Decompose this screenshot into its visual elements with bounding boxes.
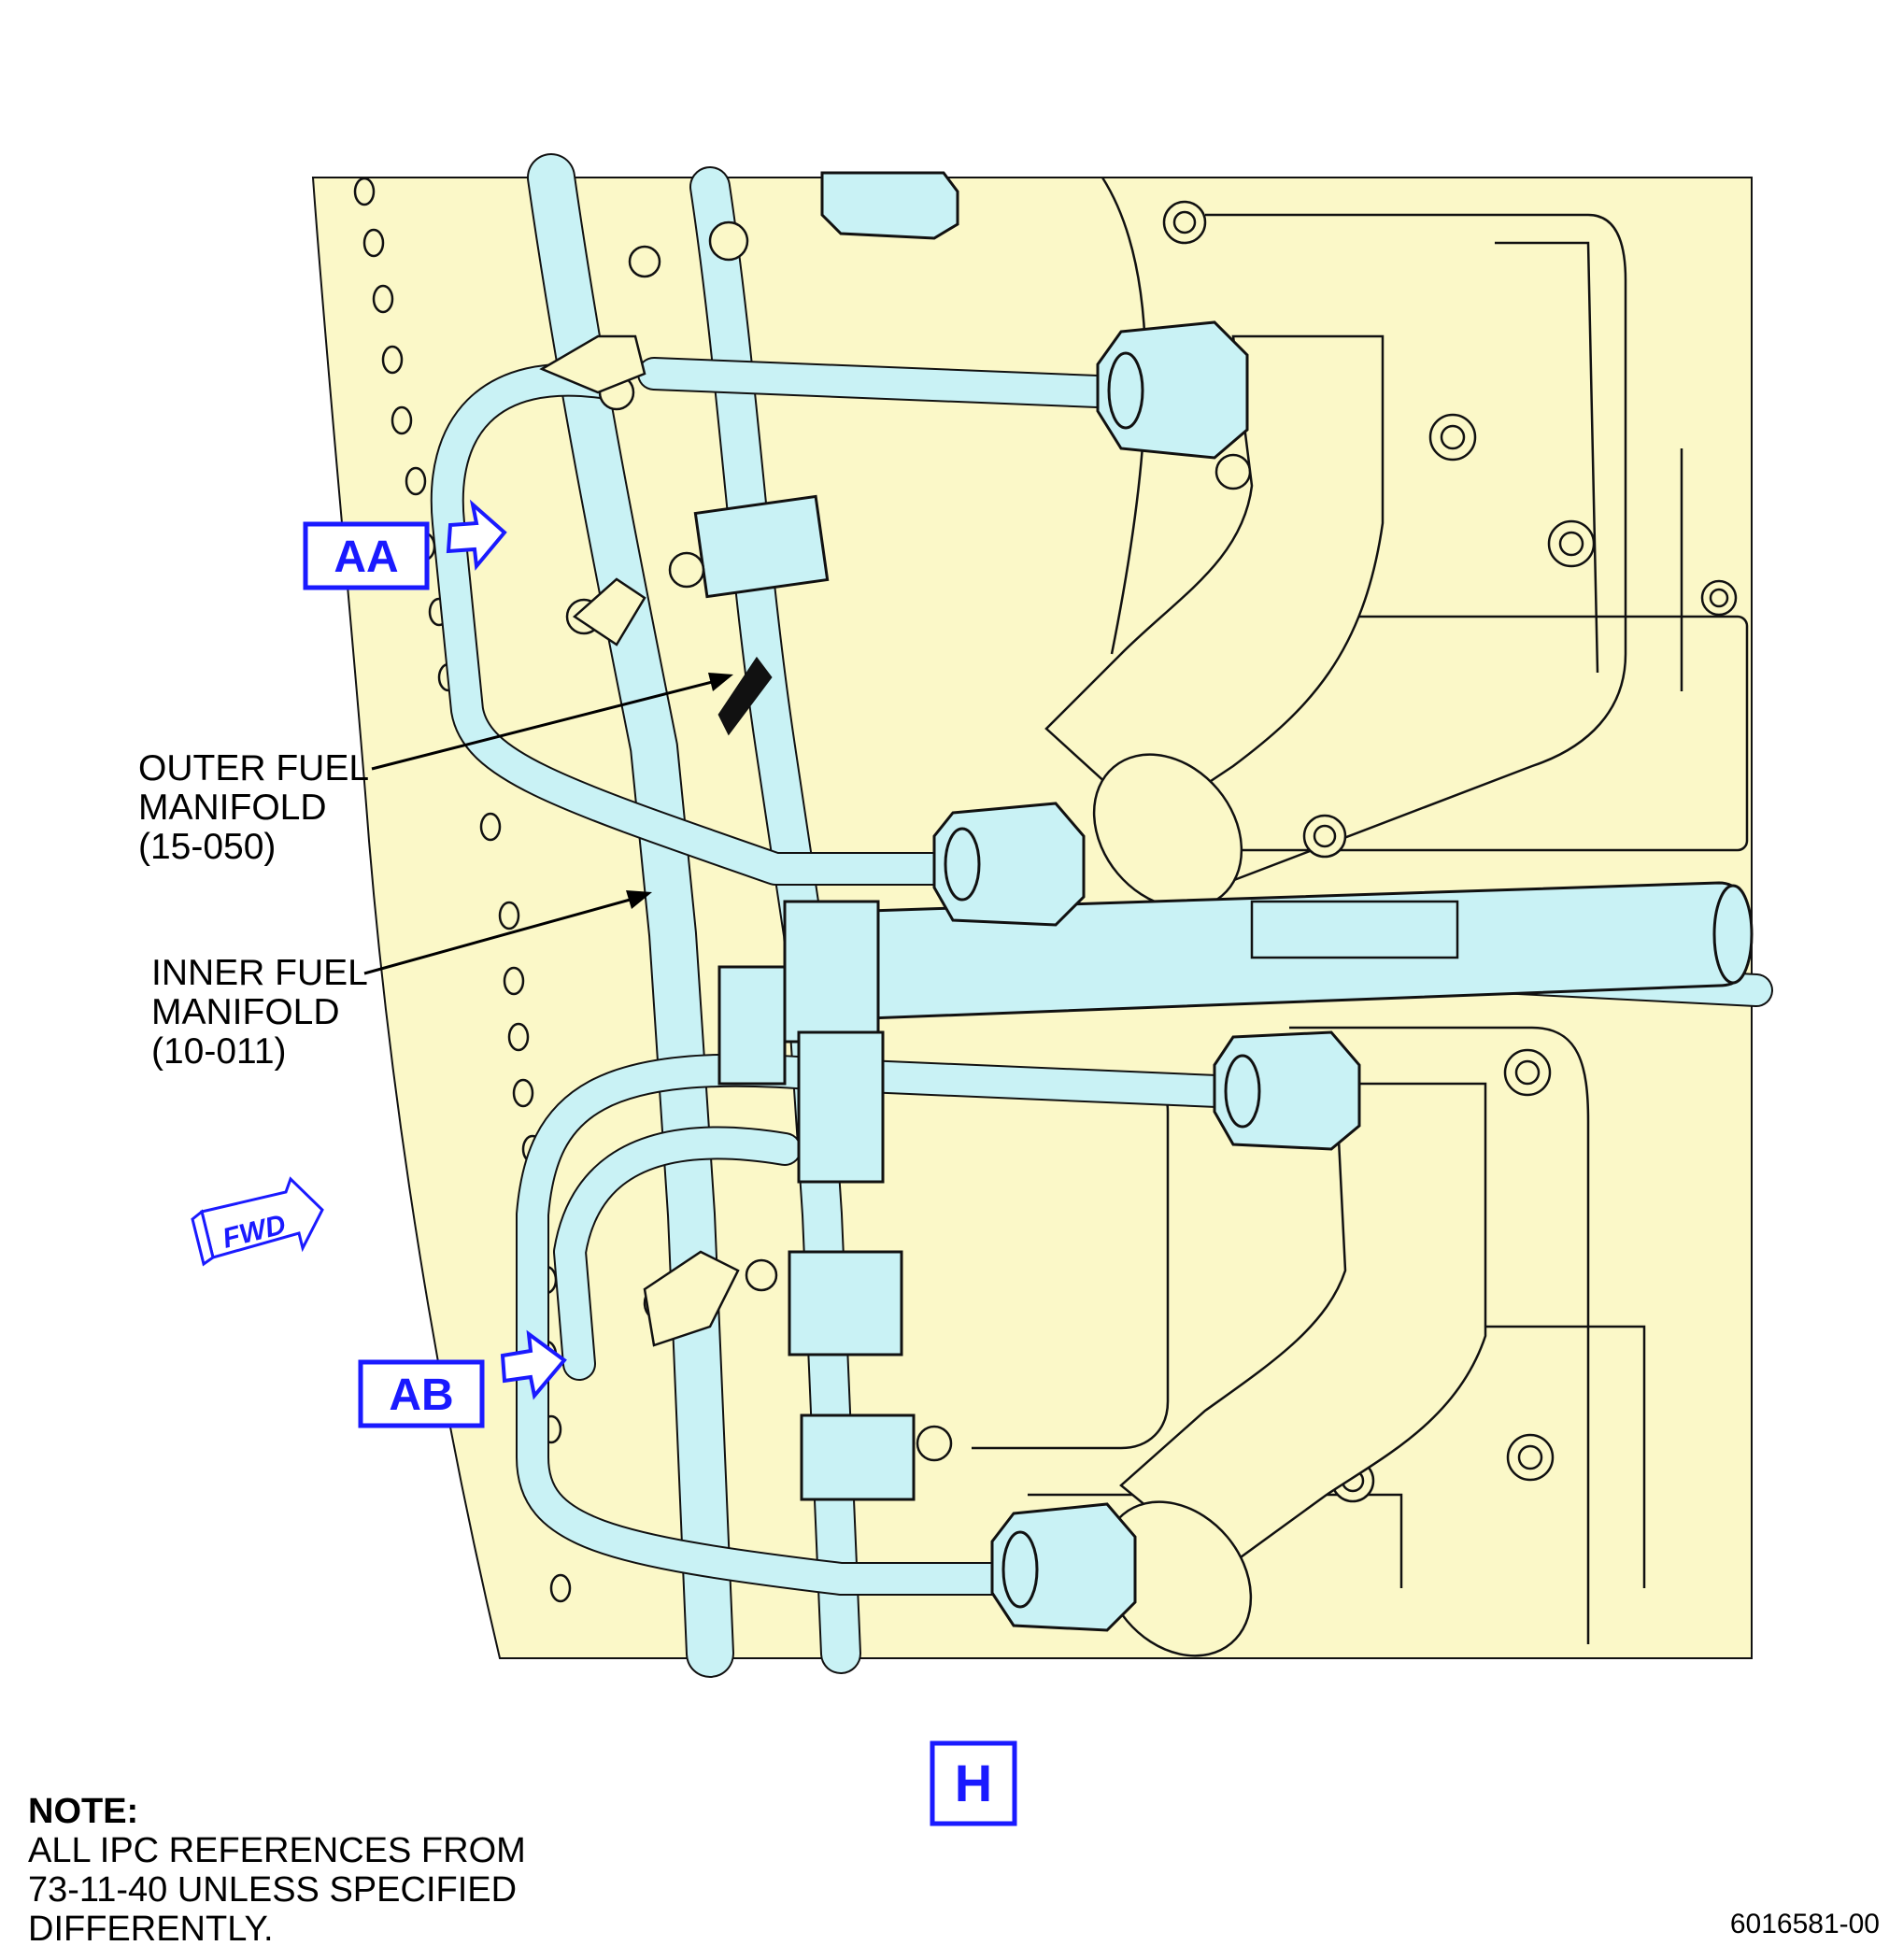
crossover-pipe (867, 881, 1754, 1020)
outer-label-line-3: (15-050) (138, 827, 276, 867)
inner-label-line-1: INNER FUEL (151, 953, 368, 993)
manifold-tee-fitting (783, 900, 885, 1184)
inner-fuel-manifold-label: INNER FUEL MANIFOLD (10-011) (151, 953, 368, 1072)
note-line-1: ALL IPC REFERENCES FROM (28, 1831, 526, 1870)
outer-label-line-2: MANIFOLD (138, 788, 327, 828)
fwd-direction-arrow: FWD (191, 1176, 324, 1267)
leader-arrowheads (626, 673, 733, 909)
leader-lines (363, 678, 720, 975)
view-callout-aa-label: AA (334, 533, 398, 582)
fuel-nozzle-upper (1044, 334, 1385, 910)
b-nut-fittings (820, 171, 1361, 1632)
view-callout-h-label: H (955, 1754, 992, 1812)
inner-fuel-manifold-tube-fill (529, 155, 732, 1676)
note-title: NOTE: (28, 1792, 139, 1831)
inner-label-line-3: (10-011) (151, 1031, 287, 1072)
bracket-hardware (539, 220, 953, 1462)
outer-fuel-manifold-label: OUTER FUEL MANIFOLD (15-050) (138, 748, 369, 867)
view-callout-aa: AA (303, 521, 430, 590)
view-callout-aa-arrow (446, 499, 507, 571)
bolt-heads (1162, 200, 1738, 1503)
figure-id: 6016581-00 (1729, 1909, 1880, 1939)
manifold-clamps (693, 494, 916, 1501)
view-callout-ab: AB (358, 1359, 485, 1428)
outer-fuel-manifold-tube-fill (691, 168, 859, 1672)
view-callout-ab-label: AB (389, 1371, 453, 1420)
note-line-3: DIFFERENTLY. (28, 1910, 274, 1949)
inner-label-line-2: MANIFOLD (151, 992, 340, 1032)
outer-label-line-1: OUTER FUEL (138, 748, 369, 788)
fuel-nozzle-lower (1101, 1082, 1487, 1657)
note-line-2: 73-11-40 UNLESS SPECIFIED (28, 1870, 518, 1910)
view-callout-h: H (930, 1740, 1017, 1826)
view-callout-ab-arrow (500, 1329, 567, 1400)
